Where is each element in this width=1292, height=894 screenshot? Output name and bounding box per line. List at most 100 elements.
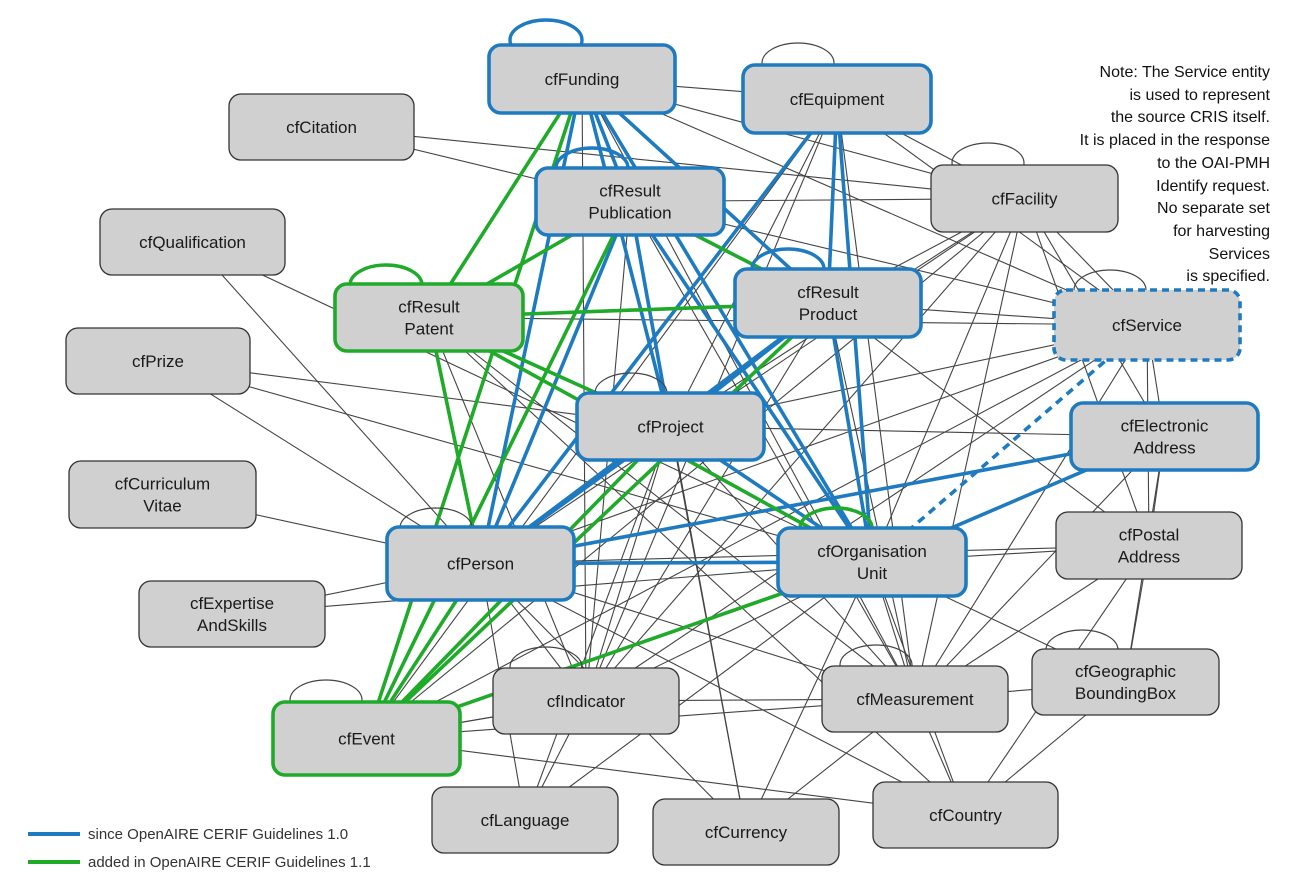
- node-service: cfService: [1052, 288, 1242, 362]
- edge-facility-orgunit: [871, 198, 1026, 563]
- note-line: the source CRIS itself.: [1110, 109, 1270, 127]
- legend-label: since OpenAIRE CERIF Guidelines 1.0: [88, 825, 349, 843]
- edge-product-paddress: [827, 302, 1150, 546]
- legend-swatch-blue: [28, 832, 80, 836]
- node-label-person: cfPerson: [447, 555, 514, 574]
- node-box-project: [575, 391, 766, 462]
- node-label-funding: cfFunding: [545, 70, 620, 89]
- node-facility: cfFacility: [930, 164, 1119, 233]
- node-box-indicator: [492, 667, 680, 735]
- edge-person-country: [480, 563, 966, 816]
- node-person: cfPerson: [385, 525, 576, 602]
- node-label-patent: Patent: [404, 320, 453, 339]
- edge-orgunit-currency: [745, 561, 873, 833]
- node-box-prize: [65, 327, 251, 395]
- edge-eaddress-measurement: [914, 436, 1165, 700]
- node-label-geobox: BoundingBox: [1075, 684, 1177, 703]
- node-equipment: cfEquipment: [741, 63, 933, 135]
- node-label-qualification: cfQualification: [139, 233, 246, 252]
- edge-facility-paddress: [1023, 198, 1150, 546]
- node-label-service: cfService: [1112, 316, 1182, 335]
- edge-person-eaddress: [480, 434, 1165, 566]
- node-label-resultpub: Publication: [588, 204, 671, 223]
- note-line: Services: [1208, 245, 1270, 263]
- note-line: for harvesting: [1173, 222, 1270, 240]
- node-indicator: cfIndicator: [492, 667, 680, 735]
- edge-resultpub-event: [364, 200, 632, 740]
- node-box-funding: [487, 43, 677, 115]
- note-line: is specified.: [1186, 268, 1270, 286]
- node-box-resultpub: [534, 166, 726, 237]
- node-box-currency: [652, 798, 840, 866]
- edge-equipment-person: [479, 97, 839, 565]
- node-label-patent: cfResult: [398, 298, 460, 317]
- node-measurement: cfMeasurement: [821, 665, 1009, 733]
- edge-service-orgunit: [870, 323, 1149, 564]
- edge-funding-orgunit: [580, 78, 874, 563]
- edge-funding-service: [581, 78, 1148, 326]
- node-box-qualification: [99, 208, 286, 276]
- node-label-geobox: cfGeographic: [1075, 662, 1177, 681]
- node-label-event: cfEvent: [338, 730, 395, 749]
- node-box-service: [1052, 288, 1242, 362]
- node-box-citation: [228, 93, 415, 161]
- node-box-person: [385, 525, 576, 602]
- note-line: It is placed in the response: [1079, 132, 1270, 150]
- node-currency: cfCurrency: [652, 798, 840, 866]
- node-box-expertise: [138, 580, 326, 648]
- node-box-facility: [930, 164, 1119, 233]
- node-label-currency: cfCurrency: [705, 823, 788, 842]
- node-label-orgunit: Unit: [857, 564, 888, 583]
- node-country: cfCountry: [872, 781, 1059, 849]
- edge-project-language: [524, 426, 672, 821]
- edge-product-event: [365, 301, 830, 740]
- node-box-product: [733, 267, 923, 339]
- legend: since OpenAIRE CERIF Guidelines 1.0 adde…: [28, 820, 371, 876]
- node-label-orgunit: cfOrganisation: [817, 542, 927, 561]
- node-box-country: [872, 781, 1059, 849]
- edge-event-country: [366, 737, 966, 816]
- node-label-eaddress: cfElectronic: [1121, 417, 1209, 436]
- service-note: Note: The Service entity is used to repr…: [1020, 62, 1270, 289]
- note-line: Identify request.: [1156, 177, 1270, 195]
- node-label-product: Product: [799, 305, 858, 324]
- node-box-paddress: [1055, 511, 1243, 580]
- node-label-cv: Vitae: [143, 497, 181, 516]
- node-box-event: [271, 700, 462, 777]
- note-line: No separate set: [1157, 200, 1270, 218]
- node-label-paddress: Address: [1118, 548, 1180, 567]
- edge-prize-orgunit: [157, 360, 873, 563]
- node-box-eaddress: [1069, 401, 1260, 472]
- node-label-product: cfResult: [797, 283, 859, 302]
- edge-equipment-measurement: [836, 98, 916, 700]
- legend-item-green: added in OpenAIRE CERIF Guidelines 1.1: [28, 848, 371, 876]
- node-label-language: cfLanguage: [481, 811, 570, 830]
- node-box-equipment: [741, 63, 933, 135]
- edge-orgunit-language: [524, 561, 873, 821]
- legend-swatch-green: [28, 860, 80, 864]
- nodes-layer: cfFundingcfEquipmentcfCitationcfResultPu…: [65, 43, 1260, 866]
- node-box-measurement: [821, 665, 1009, 733]
- node-funding: cfFunding: [487, 43, 677, 115]
- edge-patent-measurement: [428, 317, 916, 700]
- edge-resultpub-measurement: [629, 201, 916, 700]
- node-label-facility: cfFacility: [991, 190, 1058, 209]
- node-label-equipment: cfEquipment: [790, 90, 885, 109]
- edge-patent-indicator: [428, 317, 587, 702]
- node-label-citation: cfCitation: [286, 118, 357, 137]
- node-label-resultpub: cfResult: [599, 182, 661, 201]
- note-line: is used to represent: [1129, 86, 1270, 104]
- edge-product-measurement: [827, 302, 916, 700]
- edge-facility-event: [366, 198, 1025, 739]
- edge-service-measurement: [914, 324, 1148, 700]
- edge-funding-person: [478, 78, 584, 564]
